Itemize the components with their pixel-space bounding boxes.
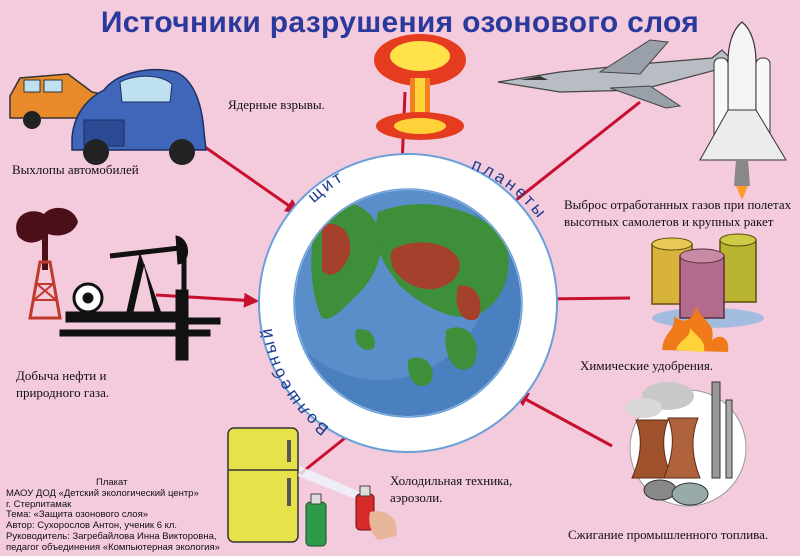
credits-line: Руководитель: Загребайлова Инна Викторов… [6,530,217,542]
pumpjack-icon [59,235,221,361]
factory-icon [626,381,747,507]
spray-can-icon [298,466,397,547]
arrow-cars [191,136,301,214]
label-fertilizers: Химические удобрения. [580,358,714,373]
label-oil-gas: Добыча нефти и природного газа. [16,368,110,400]
credits-heading: Плакат [96,477,128,488]
mushroom-cloud-icon [374,34,466,140]
credits-line: Автор: Сухорослов Антон, ученик 6 кл. [6,520,178,532]
credits-line: Тема: «Защита озонового слоя» [6,509,148,521]
credits-line: педагог объединения «Компьютерная эколог… [6,541,220,553]
globe: Волшебный щит планеты [256,153,558,453]
poster-title: Источники разрушения озонового слоя [100,6,700,39]
arrow-fuel [513,392,613,448]
space-shuttle-icon [699,21,787,200]
arrow-oil [155,292,259,308]
label-fuel: Сжигание промышленного топлива. [568,527,769,542]
credits-line: г. Стерлитамак [6,498,72,510]
barrels-icon [651,233,764,352]
refrigerator-icon [227,427,299,543]
arrow-aviation [503,100,641,210]
oil-derrick-icon [16,207,79,320]
credits-line: МАОУ ДОД «Детский экологический центр» [6,487,199,499]
credits: Плакат МАОУ ДОД «Детский экологический ц… [6,477,220,554]
label-refrigeration: Холодильная техника, аэрозоли. [390,473,513,505]
label-cars: Выхлопы автомобилей [12,162,139,177]
label-nuclear: Ядерные взрывы. [228,97,325,112]
car-icon [9,69,207,165]
label-aviation: Выброс отработанных газов при полетах вы… [564,197,792,229]
jet-icon [497,39,731,109]
